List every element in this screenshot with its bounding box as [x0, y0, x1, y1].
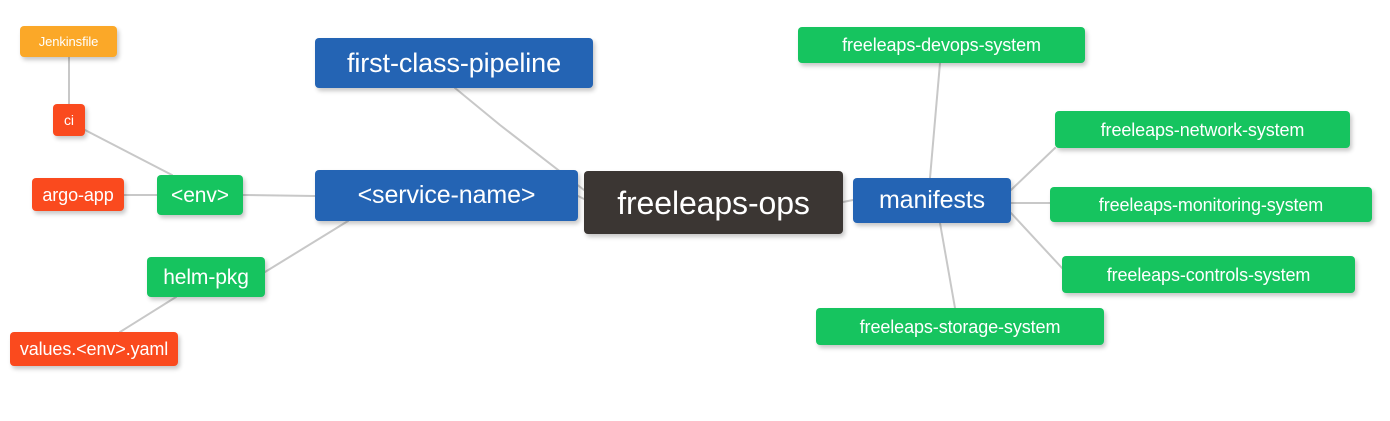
node-label: <service-name> — [357, 181, 536, 209]
edge-service_name-to-helm_pkg — [264, 220, 349, 273]
node-label: manifests — [878, 186, 986, 214]
mindmap-node-monitoring_system[interactable]: freeleaps-monitoring-system — [1050, 187, 1372, 222]
edge-service_name-to-env — [242, 194, 316, 197]
node-label: values.<env>.yaml — [19, 339, 169, 359]
mindmap-node-manifests[interactable]: manifests — [853, 178, 1011, 223]
mindmap-node-values_yaml[interactable]: values.<env>.yaml — [10, 332, 178, 366]
mindmap-node-network_system[interactable]: freeleaps-network-system — [1055, 111, 1350, 148]
mindmap-node-first_class_pipeline[interactable]: first-class-pipeline — [315, 38, 593, 88]
node-label: ci — [64, 112, 74, 128]
mindmap-node-jenkinsfile[interactable]: Jenkinsfile — [20, 26, 117, 57]
mindmap-node-storage_system[interactable]: freeleaps-storage-system — [816, 308, 1104, 345]
node-label: freeleaps-ops — [617, 184, 810, 221]
node-label: Jenkinsfile — [38, 34, 99, 49]
mindmap-node-helm_pkg[interactable]: helm-pkg — [147, 257, 265, 297]
mindmap-node-service_name[interactable]: <service-name> — [315, 170, 578, 221]
node-label: freeleaps-monitoring-system — [1098, 194, 1324, 215]
node-label: <env> — [171, 183, 229, 207]
edge-env-to-ci — [84, 129, 173, 176]
edge-root-to-manifests — [842, 199, 854, 203]
edge-manifests-to-devops_system — [929, 62, 941, 179]
mindmap-node-ci[interactable]: ci — [53, 104, 85, 136]
edge-manifests-to-storage_system — [939, 222, 956, 309]
node-label: argo-app — [42, 184, 114, 205]
node-label: freeleaps-devops-system — [842, 35, 1041, 55]
node-label: freeleaps-controls-system — [1106, 264, 1311, 285]
edge-helm_pkg-to-values_yaml — [119, 296, 177, 333]
mindmap-node-devops_system[interactable]: freeleaps-devops-system — [798, 27, 1085, 63]
mindmap-node-argo_app[interactable]: argo-app — [32, 178, 124, 211]
node-label: first-class-pipeline — [346, 47, 562, 78]
mindmap-node-root[interactable]: freeleaps-ops — [584, 171, 843, 234]
mindmap-node-controls_system[interactable]: freeleaps-controls-system — [1062, 256, 1355, 293]
mindmap-node-env[interactable]: <env> — [157, 175, 243, 215]
node-label: freeleaps-storage-system — [859, 316, 1061, 337]
node-label: freeleaps-network-system — [1100, 119, 1305, 140]
edge-manifests-to-network_system — [1010, 147, 1056, 191]
node-label: helm-pkg — [163, 265, 249, 289]
